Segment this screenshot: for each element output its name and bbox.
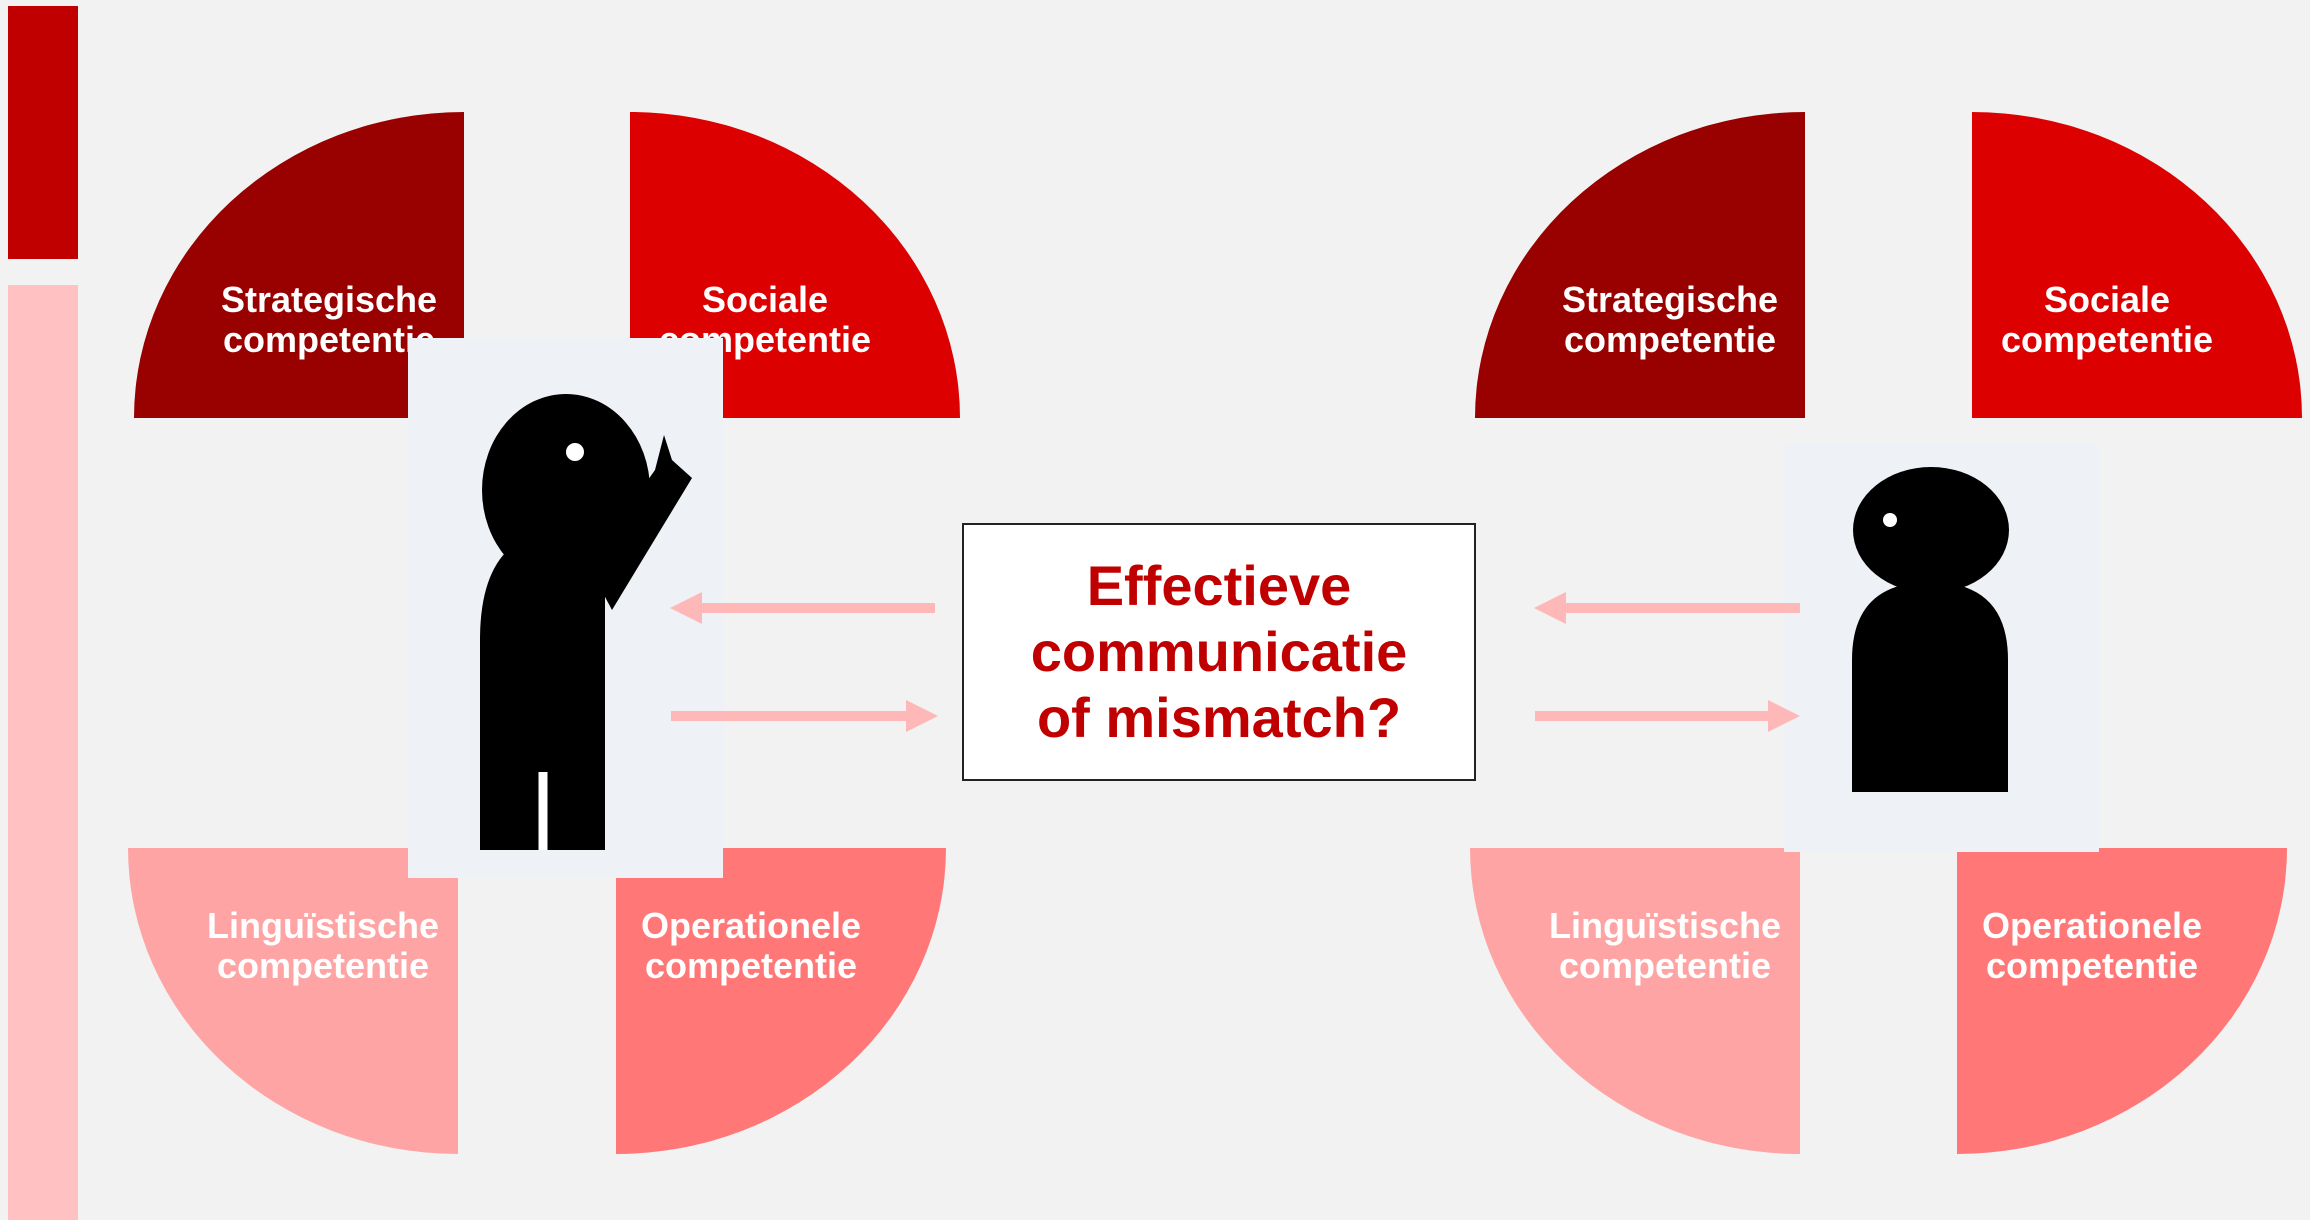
quad-label-line: competentie [2000, 319, 2214, 360]
quad-label-line: competentie [1563, 319, 1777, 360]
listener-figure [1852, 467, 2009, 792]
quad-label-line: competentie [1558, 945, 1772, 986]
center-text-line: communicatie [1030, 620, 1408, 683]
center-text-line: of mismatch? [1036, 686, 1402, 749]
arrows [670, 592, 1800, 732]
center-question-box: Effectieve communicatie of mismatch? [962, 523, 1476, 781]
sidebar-accent-top [8, 6, 78, 259]
quad-label-line: Strategische [220, 279, 438, 320]
quad-label-line: Sociale [701, 279, 829, 320]
quad-label-line: competentie [216, 945, 430, 986]
quad-label-line: Operationele [1981, 905, 2203, 946]
center-text-line: Effectieve [1086, 554, 1352, 617]
quad-label-line: competentie [1985, 945, 2199, 986]
quad-label-line: Operationele [640, 905, 862, 946]
quad-label-line: Linguïstische [206, 905, 440, 946]
quad-label-line: competentie [222, 319, 436, 360]
quad-label-line: Sociale [2043, 279, 2171, 320]
sidebar-accent-bottom [8, 285, 78, 1220]
quad-label-line: Linguïstische [1548, 905, 1782, 946]
quad-label-line: Strategische [1561, 279, 1779, 320]
speaker-figure [480, 394, 692, 850]
quad-label-line: competentie [644, 945, 858, 986]
